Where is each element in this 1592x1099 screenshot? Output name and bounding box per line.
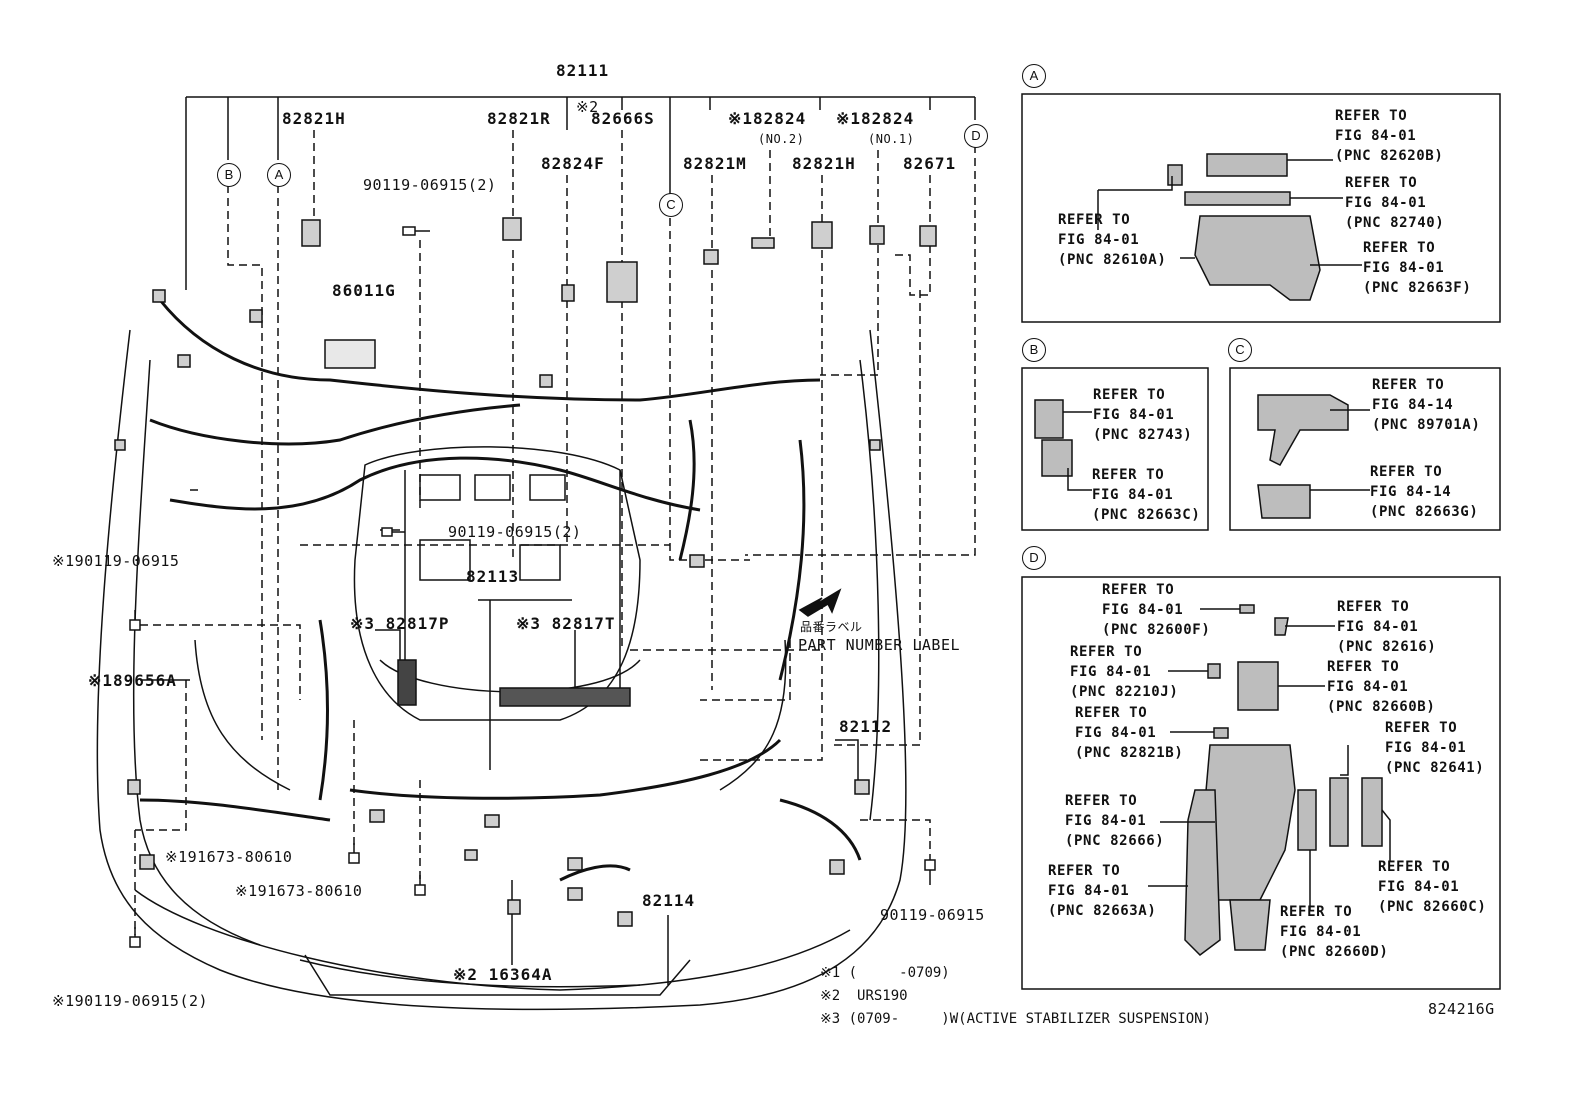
part-number-label: PART NUMBER LABEL bbox=[798, 636, 961, 654]
footnote-1: ※1 ( -0709) bbox=[820, 965, 950, 981]
panel-d-frame bbox=[1021, 576, 1501, 990]
part-82112: 82112 bbox=[839, 717, 893, 736]
bolt-label-bottom: ※190119-06915(2) bbox=[52, 992, 209, 1010]
part-no2-tag: (NO.2) bbox=[758, 132, 805, 146]
engine-block bbox=[353, 446, 641, 721]
harness-upper bbox=[158, 299, 821, 402]
panel-a-ref-82740: REFER TO FIG 84-01 (PNC 82740) bbox=[1345, 175, 1445, 231]
panel-a-ref-82610a: REFER TO FIG 84-01 (PNC 82610A) bbox=[1058, 212, 1167, 268]
bracket-82111 bbox=[185, 96, 976, 290]
panel-d-ref-82210j: REFER TO FIG 84-01 (PNC 82210J) bbox=[1070, 644, 1179, 700]
bolt-label-left: ※190119-06915 bbox=[52, 552, 180, 570]
part-82824f: 82824F bbox=[541, 154, 605, 173]
part-82671: 82671 bbox=[903, 154, 957, 173]
part-82113: 82113 bbox=[466, 567, 520, 586]
panel-b-frame bbox=[1021, 367, 1209, 531]
bolt-label-right: 90119-06915 bbox=[880, 906, 985, 924]
footnote-3: ※3 (0709- )W(ACTIVE STABILIZER SUSPENSIO… bbox=[820, 1011, 1212, 1027]
panel-d-ref-82663a: REFER TO FIG 84-01 (PNC 82663A) bbox=[1048, 863, 1157, 919]
panel-d-parts bbox=[1184, 604, 1383, 956]
figure-id: 824216G bbox=[1428, 1000, 1495, 1018]
part-16364a: ※2 16364A bbox=[453, 965, 553, 984]
panel-c-parts bbox=[1257, 394, 1349, 519]
panel-d-ref-82641: REFER TO FIG 84-01 (PNC 82641) bbox=[1385, 720, 1485, 776]
part-82821h-right: 82821H bbox=[792, 154, 856, 173]
callout-a-main: A bbox=[267, 163, 291, 187]
bolt-label-191673-a: ※191673-80610 bbox=[165, 848, 293, 866]
panel-a-callout: A bbox=[1022, 64, 1046, 88]
callout-b-main: B bbox=[217, 163, 241, 187]
part-82821h-left: 82821H bbox=[282, 109, 346, 128]
panel-d-callout: D bbox=[1022, 546, 1046, 570]
part-82817p: ※3 82817P bbox=[350, 614, 450, 633]
part-no1-tag: (NO.1) bbox=[868, 132, 915, 146]
footnote-2: ※2 URS190 bbox=[820, 988, 908, 1004]
panel-a-ref-82663f: REFER TO FIG 84-01 (PNC 82663F) bbox=[1363, 240, 1472, 296]
part-82114: 82114 bbox=[642, 891, 696, 910]
part-82821r: 82821R bbox=[487, 109, 551, 128]
panel-a-parts bbox=[1167, 153, 1321, 301]
panel-d-ref-82660c: REFER TO FIG 84-01 (PNC 82660C) bbox=[1378, 859, 1487, 915]
panel-b-callout: B bbox=[1022, 338, 1046, 362]
leader-lines bbox=[134, 130, 976, 935]
panel-c-frame bbox=[1229, 367, 1501, 531]
panel-b-parts bbox=[1034, 399, 1073, 477]
note-mark-2-top: ※2 bbox=[576, 98, 599, 116]
part-number-label-jp: 品番ラベル bbox=[800, 620, 863, 634]
panel-a-frame bbox=[1021, 93, 1501, 323]
panel-d-ref-82600f: REFER TO FIG 84-01 (PNC 82600F) bbox=[1102, 582, 1211, 638]
connector-icons bbox=[114, 217, 937, 927]
panel-c-ref-82663g: REFER TO FIG 84-14 (PNC 82663G) bbox=[1370, 464, 1479, 520]
callout-c-main: C bbox=[659, 193, 683, 217]
part-82666s: 82666S bbox=[591, 109, 655, 128]
part-182824-no1: ※182824 bbox=[836, 109, 915, 128]
bolt-label-mid: 90119-06915(2) bbox=[448, 523, 582, 541]
panel-c-ref-89701a: REFER TO FIG 84-14 (PNC 89701A) bbox=[1372, 377, 1481, 433]
panel-d-ref-82821b: REFER TO FIG 84-01 (PNC 82821B) bbox=[1075, 705, 1184, 761]
bolt-icons bbox=[129, 226, 936, 948]
bolt-label-top: 90119-06915(2) bbox=[363, 176, 497, 194]
part-label-arrow bbox=[798, 588, 842, 617]
callout-d-main: D bbox=[964, 124, 988, 148]
car-body-outline bbox=[96, 329, 907, 1011]
part-182824-no2: ※182824 bbox=[728, 109, 807, 128]
part-86011g: 86011G bbox=[332, 281, 396, 300]
part-189656a: ※189656A bbox=[88, 671, 177, 690]
panel-a-ref-82620b: REFER TO FIG 84-01 (PNC 82620B) bbox=[1335, 108, 1444, 164]
panel-d-ref-82666: REFER TO FIG 84-01 (PNC 82666) bbox=[1065, 793, 1165, 849]
panel-d-ref-82660d: REFER TO FIG 84-01 (PNC 82660D) bbox=[1280, 904, 1389, 960]
part-82817t: ※3 82817T bbox=[516, 614, 616, 633]
panel-b-ref-82743: REFER TO FIG 84-01 (PNC 82743) bbox=[1093, 387, 1193, 443]
part-82821m: 82821M bbox=[683, 154, 747, 173]
bolt-label-191673-b: ※191673-80610 bbox=[235, 882, 363, 900]
part-82111: 82111 bbox=[556, 61, 610, 80]
panel-d-ref-82660b: REFER TO FIG 84-01 (PNC 82660B) bbox=[1327, 659, 1436, 715]
panel-c-callout: C bbox=[1228, 338, 1252, 362]
panel-b-ref-82663c: REFER TO FIG 84-01 (PNC 82663C) bbox=[1092, 467, 1201, 523]
panel-d-ref-82616: REFER TO FIG 84-01 (PNC 82616) bbox=[1337, 599, 1437, 655]
